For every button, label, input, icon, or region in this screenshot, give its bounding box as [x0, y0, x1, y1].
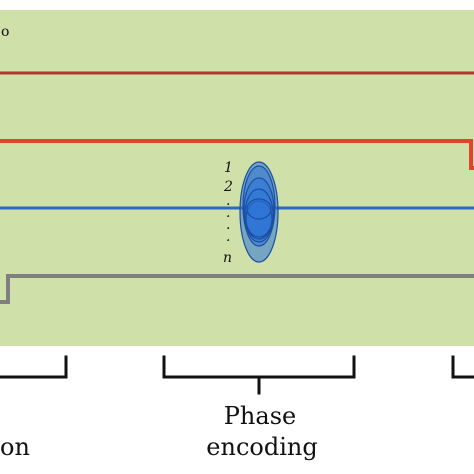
readout-gradient-line — [0, 274, 474, 304]
slice-gradient-line — [0, 139, 474, 170]
phase-step-dot: . — [226, 229, 230, 245]
corner-symbol: o — [1, 24, 9, 40]
timing-brackets — [0, 355, 474, 395]
label-encoding: encoding — [206, 433, 317, 461]
right-bracket — [451, 355, 474, 379]
phase-lobe-inner — [246, 198, 272, 220]
left-bracket — [0, 355, 68, 379]
phase-step-dot: . — [226, 217, 230, 233]
label-phase: Phase — [224, 402, 296, 430]
phase-encoding-lobes — [239, 161, 279, 263]
phase-step-dot: . — [226, 205, 230, 221]
phase-step-last: n — [223, 250, 232, 266]
diagram-panel — [0, 10, 474, 346]
middle-bracket — [162, 355, 356, 379]
phase-step-dot: . — [226, 193, 230, 209]
phase-step-first: 1 — [224, 160, 233, 176]
phase-step-second: 2 — [223, 179, 233, 195]
label-left-partial: on — [0, 433, 30, 461]
